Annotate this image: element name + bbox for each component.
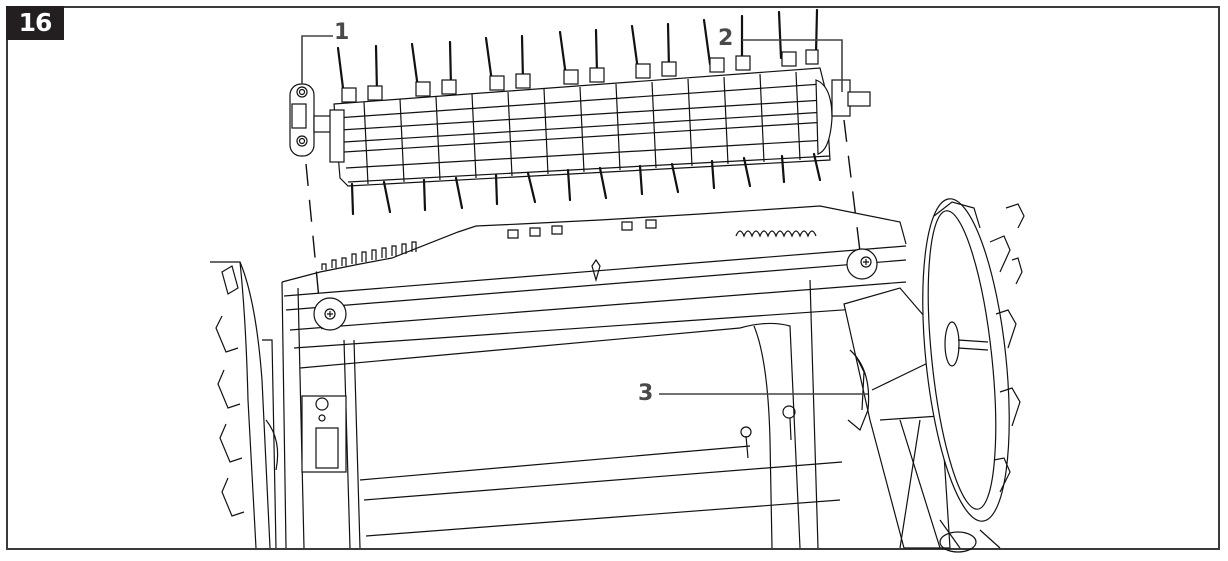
roller-end-bearing-left — [289, 83, 345, 163]
wheel-treads — [933, 201, 1025, 493]
right-wheel — [922, 198, 1025, 553]
alignment-line-right — [843, 119, 863, 269]
roller-springs — [341, 49, 819, 103]
callout-2: 2 — [718, 26, 734, 51]
left-wheel — [210, 261, 279, 549]
leader-2 — [742, 39, 843, 92]
callout-3: 3 — [638, 381, 654, 406]
figure-number-badge: 16 — [6, 6, 64, 40]
leader-1 — [301, 35, 333, 84]
housing-screw-right — [846, 248, 878, 280]
scarifier-roller — [289, 8, 871, 216]
housing — [281, 205, 951, 549]
callout-leaders — [301, 35, 868, 395]
roller-axle-right — [815, 79, 871, 155]
roller-lower-tines — [350, 152, 822, 216]
alignment-line-left — [305, 163, 323, 331]
housing-vent-slots — [321, 219, 817, 270]
housing-bearing-slot-right — [843, 287, 951, 549]
callout-1: 1 — [334, 20, 350, 45]
housing-screw-left — [313, 297, 347, 331]
